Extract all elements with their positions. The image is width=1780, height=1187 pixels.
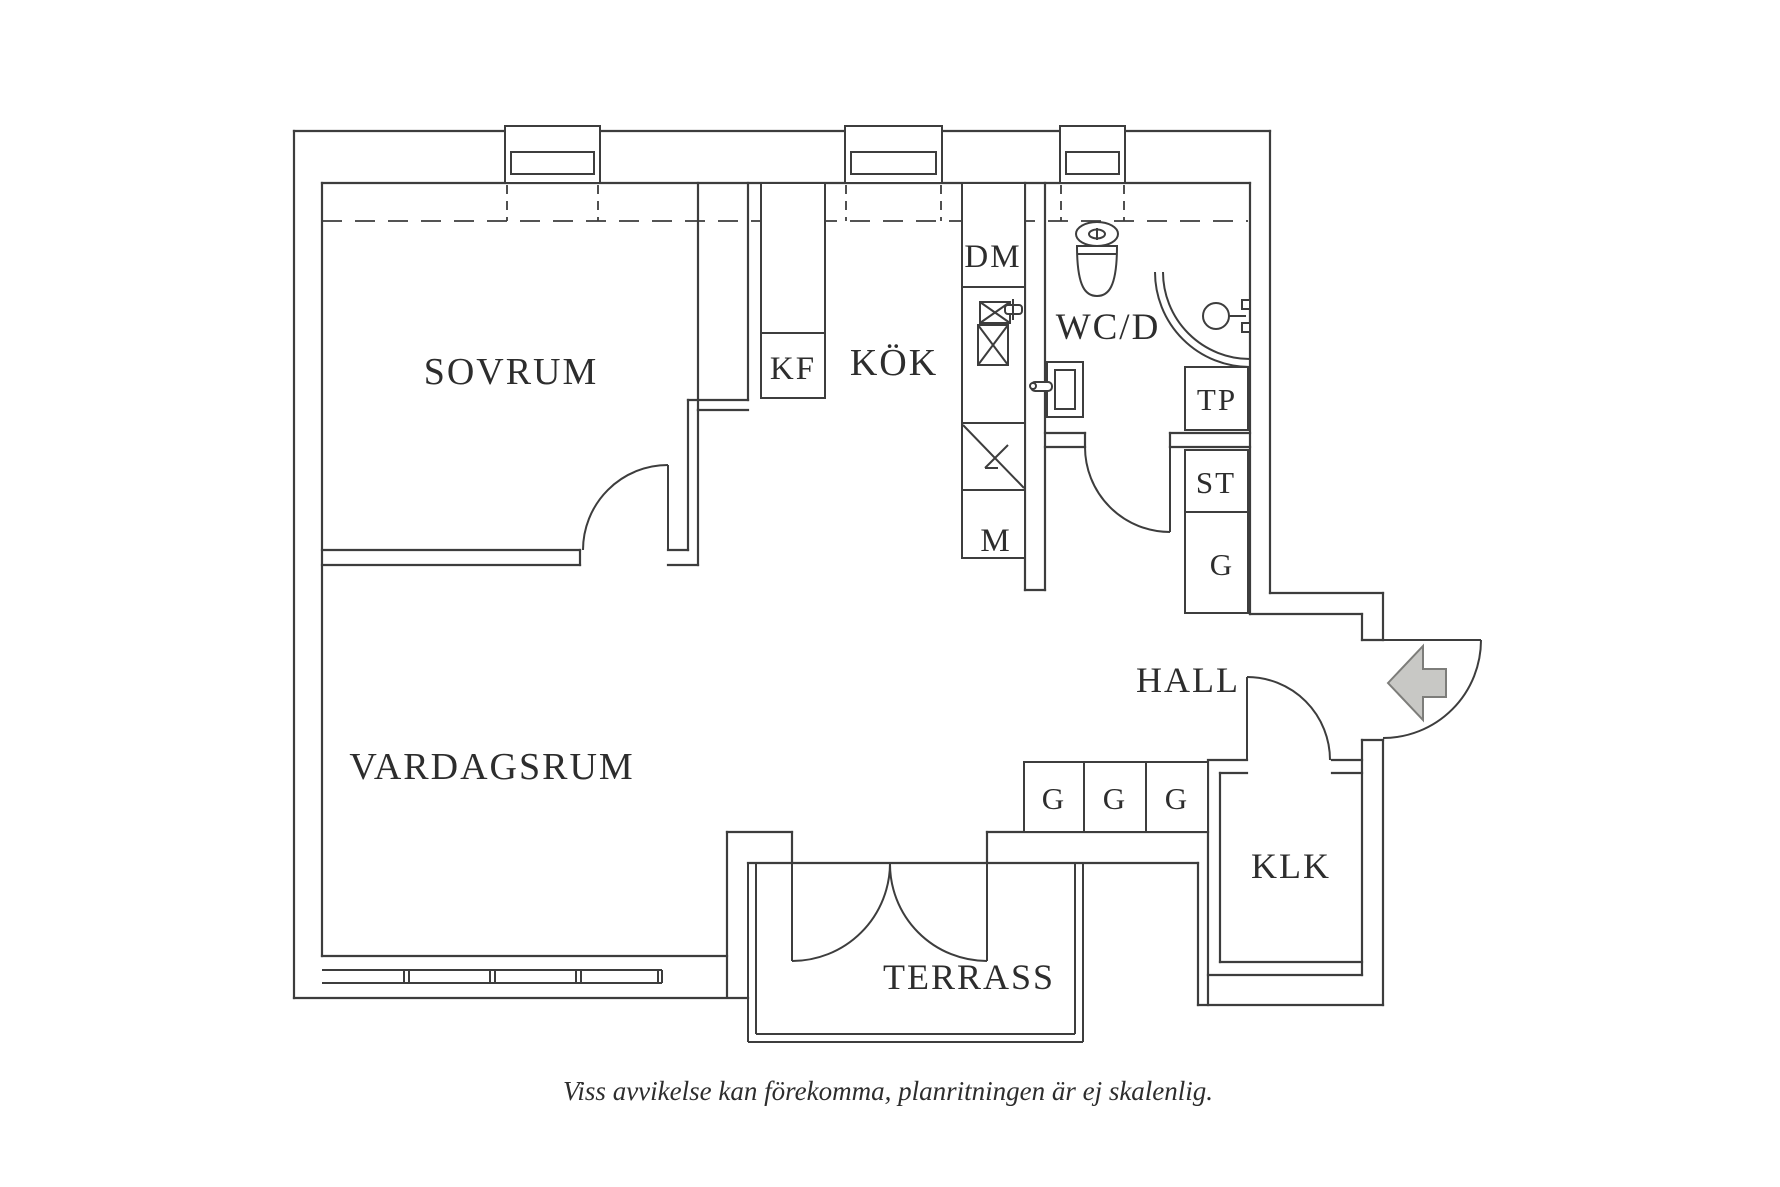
room-label-g1: G: [1042, 781, 1066, 816]
window-wcd-icon: [1059, 125, 1126, 184]
room-label-vardagsrum: VARDAGSRUM: [349, 746, 634, 788]
room-label-m: M: [980, 523, 1011, 559]
toilet-icon: [1075, 221, 1119, 298]
room-label-kf: KF: [770, 351, 816, 387]
kitchen-sink-icon: [977, 299, 1023, 366]
cabinet-tp: [1184, 366, 1249, 431]
room-label-wcd: WC/D: [1056, 307, 1161, 348]
room-label-g3: G: [1165, 781, 1189, 816]
windows: [322, 125, 1126, 984]
room-label-g-st: G: [1210, 547, 1234, 582]
bathroom-sink-icon: [1029, 361, 1084, 418]
room-label-kok: KÖK: [850, 342, 938, 384]
room-label-tp: TP: [1197, 382, 1237, 417]
terrass-outline: [747, 863, 1084, 1043]
cabinet-st: [1184, 449, 1249, 513]
labels: SOVRUM KF KÖK DM M WC/D TP ST G HALL G G…: [349, 239, 1331, 1106]
room-label-st: ST: [1196, 465, 1236, 500]
room-label-dm: DM: [964, 239, 1021, 275]
kitchen-counter-run: [961, 182, 1026, 559]
window-band-vardagsrum-icon: [322, 969, 663, 984]
cabinets: [760, 182, 1249, 833]
doors: [582, 446, 1482, 962]
door-klk-icon: [1246, 676, 1331, 761]
cabinet-g-st: [1184, 511, 1249, 614]
room-label-hall: HALL: [1136, 660, 1240, 700]
window-kok-icon: [844, 125, 943, 184]
wardrobe-row-g: [1023, 761, 1209, 833]
room-label-sovrum: SOVRUM: [424, 351, 599, 393]
door-sovrum-icon: [582, 464, 669, 551]
room-label-terrass: TERRASS: [883, 957, 1055, 997]
door-wcd-icon: [1084, 446, 1171, 533]
door-entrance-icon: [1382, 639, 1482, 739]
entrance-arrow-icon: [1386, 643, 1447, 723]
bath-fixtures: [1029, 221, 1251, 418]
door-terrass-double-icon: [791, 862, 988, 962]
room-label-g2: G: [1103, 781, 1127, 816]
disclaimer-text: Viss avvikelse kan förekomma, planritnin…: [563, 1076, 1213, 1106]
cabinet-kf: [760, 182, 826, 399]
window-sovrum-icon: [504, 125, 601, 184]
shower-icon: [1154, 271, 1251, 368]
room-label-klk: KLK: [1251, 846, 1331, 886]
